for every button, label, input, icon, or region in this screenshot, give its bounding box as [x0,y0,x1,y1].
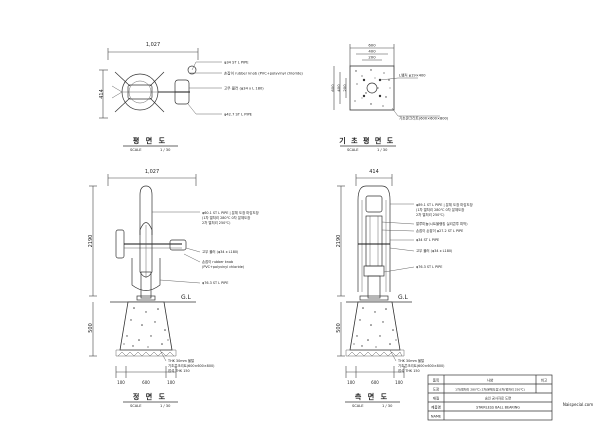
front-note-9: 기초콘크리트(600×600×800) [168,363,215,368]
title-block: 품목 사양 비고 도장 1차(열처리 280℃) 2차(분체도장)3차(열처리 … [427,374,553,421]
front-height-dim: 2190 [88,235,94,248]
front-base-dim: 500 [88,323,94,333]
front-note-3: 2차 열처리 250℃) [202,220,231,225]
plan-scale-value: 1 / 30 [160,148,171,152]
front-note-4: 고무 볼러 (φ34 x L180) [202,249,239,254]
front-scale-value: 1 / 30 [160,404,171,408]
side-note-1: φ89.1 ST L PIPE | 분체 도장 마감도장 [416,202,473,207]
tb-row1-value: 사양 [487,378,494,383]
front-width-dim: 1,027 [145,169,159,175]
front-elevation-view: 1,027 2190 500 G.L [88,169,259,408]
foundation-plan-view: 600 400 200 600 400 200 L앵커 φ19×400 기초콘크… [330,43,449,153]
tb-row2-value: 1차(열처리 280℃) 2차(분체도장)3차(열처리 250℃) [455,387,525,392]
front-note-10: 잡석 THK 150 [168,368,190,373]
foundation-block-plan [349,65,395,111]
foundation-dim-top-2: 400 [368,49,376,54]
plan-title: 평 면 도 [133,136,167,145]
side-gl-label: G.L [398,294,409,301]
tb-row5-label: NAME [431,415,441,419]
plan-note-2: 손잡이 rubber knob (PVC+polyvinyl chloride) [224,71,303,76]
front-note-5: 손잡이 rubber knob [202,259,233,264]
side-height-dim: 2190 [336,235,342,248]
front-bottom-dim-3: 100 [167,380,175,385]
foundation-scale-value: 1 / 30 [377,148,388,152]
tb-row3-value: 승인 공사자료 도면 [485,396,511,401]
tb-row4-label: 제품명 [431,405,441,410]
foundation-title: 기 초 평 면 도 [339,136,394,145]
front-note-7: φ76.3 ST L PIPE [202,281,228,285]
front-title: 정 면 도 [133,392,167,401]
plan-view: 1,027 414 φ34 ST L PIPE 손잡이 rubber [99,42,303,152]
side-note-8: φ76.3 ST L PIPE [416,265,442,269]
foundation-note-1: L앵커 φ19×400 [399,73,426,78]
plan-width-dim: 1,027 [146,42,160,48]
plan-note-4: φ42.7 ST L PIPE [224,113,253,117]
front-note-2: (1차 열처리 280℃ 0차 분체도장 [202,215,250,220]
tb-row2-label: 도장 [433,387,440,392]
tb-row1-extra: 비고 [541,378,548,383]
side-note-9: THK 30mm 몰탈 [397,358,424,363]
side-bottom-dim-2: 600 [371,380,379,385]
front-equipment-outline [115,185,187,301]
plan-note-1: φ34 ST L PIPE [224,61,249,65]
side-note-11: 잡석 THK 150 [398,368,420,373]
foundation-note-2: 기초콘크리트(600×600×800) [399,116,449,121]
watermark: Naispecial.com [563,402,593,407]
side-note-6: φ34 ST L PIPE [416,238,439,242]
foundation-scale-label: SCALE [347,148,359,152]
side-title: 측 면 도 [355,392,389,401]
side-bottom-dim-1: 100 [347,380,355,385]
side-note-5: 손잡이 손잡이 φ27.2 ST L PIPE [416,228,463,233]
front-bottom-dim-1: 100 [117,380,125,385]
side-base-dim: 500 [336,323,342,333]
tb-row1-label: 품목 [433,379,440,383]
side-scale-label: SCALE [352,404,364,408]
front-bottom-dim-2: 600 [142,380,150,385]
side-bottom-dim-3: 100 [395,380,403,385]
side-scale-value: 1 / 30 [382,404,393,408]
foundation-dim-side-2: 400 [336,84,341,92]
side-note-3: 2차 열처리 250℃) [416,212,445,217]
foundation-dim-side-1: 600 [330,84,335,92]
plan-scale-label: SCALE [130,148,142,152]
foundation-dim-top-3: 200 [368,55,376,60]
front-foundation-block [119,301,173,351]
plan-equipment-outline [111,65,197,113]
front-note-8: THK 30mm 몰탈 [167,358,194,363]
front-scale-label: SCALE [130,404,142,408]
tb-row3-label: 재질 [433,396,439,401]
plan-height-dim: 414 [99,89,105,99]
foundation-dim-side-3: 200 [342,84,347,92]
side-note-7: 고무 볼러 (φ34 x L180) [416,248,453,253]
foundation-dim-top-1: 600 [368,43,376,48]
side-note-2: (1차 열처리 280℃ 0차 분체도장 [416,207,464,212]
plan-note-3: 고무 볼러 (φ34 x L 180) [224,86,264,91]
front-note-6: (PVC+polyvinyl chloride) [202,265,245,269]
side-width-dim: 414 [369,169,379,175]
side-note-10: 기초콘크리트(600×600×800) [398,363,445,368]
front-gl-label: G.L [181,294,192,301]
side-elevation-view: 414 2190 500 G.L [336,169,473,408]
side-foundation-block [349,301,401,351]
side-note-4: 알루미늄(시트블랭킹 실리콘투 피막) [416,221,468,226]
tb-row4-value: STAIRLESS BALL BEARING [476,406,520,410]
side-equipment-outline [357,185,391,301]
front-note-1: φ60.1 ST L PIPE | 분체 도장 마감도장 [202,210,259,215]
